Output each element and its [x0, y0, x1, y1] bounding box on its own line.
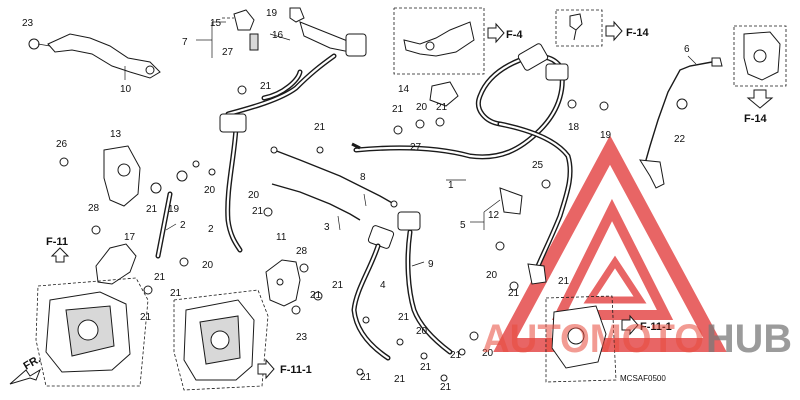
- callout-20: 20: [416, 102, 428, 113]
- callout-20: 20: [202, 260, 214, 271]
- callout-21: 21: [310, 290, 322, 301]
- ref-f14-right-label: F-14: [744, 113, 768, 125]
- callout-21: 21: [140, 312, 152, 323]
- callout-23: 23: [22, 18, 34, 29]
- bracket-17: [95, 243, 137, 285]
- callout-11: 11: [276, 232, 287, 243]
- callout-21: 21: [394, 374, 406, 385]
- ref-labels: F-4 F-14 F-14 F-11 F-11-1 F-11-1: [46, 27, 768, 376]
- callout-27: 27: [222, 47, 234, 58]
- callout-27: 27: [410, 142, 422, 153]
- hardware-bolts: [59, 85, 688, 382]
- ref-f4-label: F-4: [506, 29, 523, 41]
- watermark-text: AUTOMOTO HUB: [482, 317, 792, 361]
- callout-10: 10: [120, 84, 132, 95]
- callout-18: 18: [568, 122, 580, 133]
- watermark-logo: [493, 135, 727, 352]
- callout-16: 16: [272, 30, 284, 41]
- callout-28: 28: [296, 246, 308, 257]
- brake-hose-2: [155, 113, 247, 259]
- callout-19: 19: [266, 8, 278, 19]
- callout-9: 9: [428, 259, 434, 270]
- left-caliper: [35, 277, 149, 387]
- callout-21: 21: [398, 312, 410, 323]
- callout-12: 12: [488, 210, 500, 221]
- ref-arrows-bottom: [9, 247, 639, 385]
- brake-lines-3-8: [270, 146, 398, 221]
- bracket-13: [103, 145, 188, 207]
- callout-labels: 23 10 15 7 27 19 16 21 26 13 28 21 19 20…: [22, 8, 690, 393]
- brake-line-6: [639, 57, 723, 189]
- main-hose-group: [225, 43, 573, 285]
- ref-f14-top-label: F-14: [626, 27, 650, 39]
- callout-21: 21: [146, 204, 158, 215]
- callout-25: 25: [532, 160, 544, 171]
- callout-5: 5: [460, 220, 466, 231]
- brake-hose-4: [351, 225, 395, 361]
- watermark-text-automoto: AUTOMOTO: [482, 317, 704, 361]
- ref-box-f4: [393, 7, 505, 75]
- callout-21: 21: [450, 350, 462, 361]
- callout-20: 20: [248, 190, 260, 201]
- right-caliper: [545, 295, 617, 383]
- callout-2: 2: [180, 220, 186, 231]
- callout-22: 22: [674, 134, 686, 145]
- callout-21: 21: [260, 81, 272, 92]
- callout-15: 15: [210, 18, 222, 29]
- callout-7: 7: [182, 37, 188, 48]
- callout-21: 21: [154, 272, 166, 283]
- leader-lines: [165, 21, 697, 267]
- joint-assembly-top: [222, 7, 367, 57]
- callout-20: 20: [204, 185, 216, 196]
- watermark-text-hub: HUB: [706, 317, 792, 361]
- callout-6: 6: [684, 44, 690, 55]
- center-caliper: [173, 289, 269, 391]
- callout-23: 23: [296, 332, 308, 343]
- callout-21: 21: [436, 102, 448, 113]
- callout-21: 21: [360, 372, 372, 383]
- callout-4: 4: [380, 280, 386, 291]
- callout-14: 14: [398, 84, 410, 95]
- callout-3: 3: [324, 222, 330, 233]
- bracket-10: [28, 33, 161, 80]
- callout-20: 20: [482, 348, 494, 359]
- callout-2: 2: [208, 224, 214, 235]
- bracket-11: [265, 259, 301, 307]
- callout-21: 21: [558, 276, 570, 287]
- callout-20: 20: [416, 326, 428, 337]
- ref-f11-label: F-11: [46, 236, 68, 248]
- brake-hose-9: [397, 211, 453, 355]
- callout-21: 21: [392, 104, 404, 115]
- callout-21: 21: [420, 362, 432, 373]
- callout-1: 1: [448, 180, 454, 191]
- callout-21: 21: [170, 288, 182, 299]
- ref-box-f14-top: [555, 9, 623, 47]
- callout-28: 28: [88, 203, 100, 214]
- callout-13: 13: [110, 129, 122, 140]
- ref-f11-1-label-center: F-11-1: [280, 364, 312, 376]
- callout-19: 19: [168, 204, 180, 215]
- callout-21: 21: [332, 280, 344, 291]
- callout-21: 21: [508, 288, 520, 299]
- callout-8: 8: [360, 172, 366, 183]
- callout-19: 19: [600, 130, 612, 141]
- callout-26: 26: [56, 139, 68, 150]
- diagram-code: MCSAF0500: [620, 374, 666, 383]
- callout-17: 17: [124, 232, 136, 243]
- callout-21: 21: [252, 206, 264, 217]
- callout-20: 20: [486, 270, 498, 281]
- callout-21: 21: [440, 382, 452, 393]
- callout-21: 21: [314, 122, 326, 133]
- ref-f11-1-label-right: F-11-1: [640, 321, 672, 333]
- ref-box-f14-right: [733, 25, 787, 109]
